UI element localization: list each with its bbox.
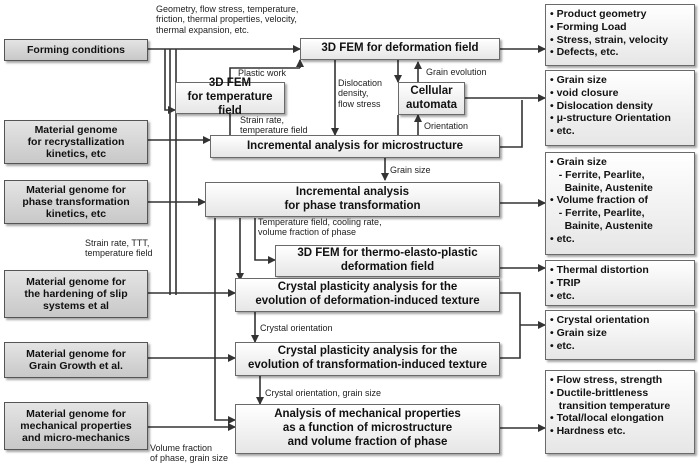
incremental-microstructure-box: Incremental analysis for microstructure [210, 135, 500, 158]
output-item: - Ferrite, Pearlite, [550, 207, 645, 220]
crystal-deformation-label: Crystal plasticity analysis for the evol… [255, 281, 480, 307]
incremental-phase-label: Incremental analysis for phase transform… [284, 185, 421, 212]
output-item: • μ-structure Orientation [550, 112, 671, 125]
output-item: • Forming Load [550, 20, 627, 33]
output-item: • Grain size [550, 74, 607, 86]
strain-rate-ttt-note: Strain rate, TTT, temperature field [85, 238, 153, 259]
volume-fraction-note: Volume fraction of phase, grain size [150, 443, 229, 464]
deformation-outputs-box: • Product geometry• Forming Load• Stress… [545, 4, 695, 66]
genome-mechanical-label: Material genome for mechanical propertie… [20, 407, 132, 445]
dislocation-note: Dislocation density, flow stress [338, 78, 383, 109]
output-item: • Dislocation density [550, 99, 653, 112]
output-item: • etc. [550, 339, 575, 352]
crystal-deformation-box: Crystal plasticity analysis for the evol… [235, 278, 500, 312]
crystal-orientation-grain-note: Crystal orientation, grain size [265, 388, 382, 398]
phase-outputs-list: • Grain size - Ferrite, Pearlite, Bainit… [550, 156, 653, 246]
incremental-phase-box: Incremental analysis for phase transform… [205, 182, 500, 217]
genome-phase-transformation-label: Material genome for phase transformation… [22, 183, 130, 221]
fem-deformation-box: 3D FEM for deformation field [300, 38, 500, 60]
output-item: • TRIP [550, 276, 581, 289]
output-item: • etc. [550, 125, 575, 138]
output-item: • void closure [550, 86, 619, 99]
texture-outputs-list: • Crystal orientation• Grain size• etc. [550, 314, 649, 352]
genome-mechanical-box: Material genome for mechanical propertie… [4, 402, 148, 450]
genome-hardening-box: Material genome for the hardening of sli… [4, 270, 148, 318]
cellular-automata-box: Cellular automata [398, 82, 465, 115]
genome-hardening-label: Material genome for the hardening of sli… [24, 275, 128, 313]
fem-thermo-box: 3D FEM for thermo-elasto-plastic deforma… [275, 245, 500, 277]
output-item: transition temperature [550, 399, 671, 412]
mechanical-outputs-box: • Flow stress, strength• Ductile-brittle… [545, 370, 695, 454]
output-item: • Grain size [550, 156, 607, 168]
distortion-outputs-list: • Thermal distortion• TRIP• etc. [550, 264, 649, 302]
genome-grain-growth-box: Material genome for Grain Growth et al. [4, 342, 148, 378]
plastic-work-note: Plastic work [238, 68, 287, 78]
output-item: • Ductile-brittleness [550, 386, 649, 399]
phase-outputs-box: • Grain size - Ferrite, Pearlite, Bainit… [545, 152, 695, 255]
output-item: • Crystal orientation [550, 314, 650, 326]
mechanical-properties-box: Analysis of mechanical properties as a f… [235, 404, 500, 454]
genome-phase-transformation-box: Material genome for phase transformation… [4, 180, 148, 224]
output-item: • etc. [550, 289, 575, 302]
output-item: • Hardness etc. [550, 425, 626, 438]
genome-grain-growth-label: Material genome for Grain Growth et al. [26, 347, 126, 372]
output-item: • Product geometry [550, 8, 647, 20]
output-item: • Volume fraction of [550, 194, 648, 207]
distortion-outputs-box: • Thermal distortion• TRIP• etc. [545, 260, 695, 306]
microstructure-outputs-list: • Grain size• void closure• Dislocation … [550, 74, 671, 138]
texture-outputs-box: • Crystal orientation• Grain size• etc. [545, 310, 695, 360]
incremental-microstructure-label: Incremental analysis for microstructure [246, 139, 464, 152]
grain-evolution-note: Grain evolution [426, 67, 487, 77]
crystal-orientation-note: Crystal orientation [260, 323, 333, 333]
orientation-note: Orientation [424, 121, 469, 131]
output-item: • Defects, etc. [550, 46, 619, 59]
output-item: • Stress, strain, velocity [550, 33, 669, 46]
mechanical-properties-label: Analysis of mechanical properties as a f… [274, 408, 461, 448]
crystal-transformation-label: Crystal plasticity analysis for the evol… [248, 345, 487, 371]
output-item: - Ferrite, Pearlite, [550, 168, 645, 181]
fem-deformation-label: 3D FEM for deformation field [321, 42, 479, 55]
fem-thermo-label: 3D FEM for thermo-elasto-plastic deforma… [297, 247, 478, 273]
genome-recrystallization-box: Material genome for recrystallization ki… [4, 120, 148, 164]
grain-size-note: Grain size [390, 165, 431, 175]
output-item: • Total/local elongation [550, 412, 664, 425]
deformation-outputs-list: • Product geometry• Forming Load• Stress… [550, 8, 668, 59]
output-item: Bainite, Austenite [550, 219, 653, 232]
forming-conditions-label: Forming conditions [27, 43, 125, 56]
temperature-cooling-note: Temperature field, cooling rate, volume … [258, 217, 382, 238]
output-item: Bainite, Austenite [550, 181, 653, 194]
fem-temperature-box: 3D FEM for temperature field [175, 77, 285, 117]
output-item: • Flow stress, strength [550, 374, 663, 386]
mechanical-outputs-list: • Flow stress, strength• Ductile-brittle… [550, 374, 670, 438]
forming-inputs-note: Geometry, flow stress, temperature, fric… [156, 4, 299, 35]
output-item: • etc. [550, 232, 575, 245]
microstructure-outputs-box: • Grain size• void closure• Dislocation … [545, 70, 695, 146]
output-item: • Grain size [550, 326, 607, 339]
strain-rate-temp-note: Strain rate, temperature field [240, 115, 308, 136]
genome-recrystallization-label: Material genome for recrystallization ki… [27, 123, 125, 161]
forming-conditions-box: Forming conditions [4, 39, 148, 61]
crystal-transformation-box: Crystal plasticity analysis for the evol… [235, 342, 500, 376]
fem-temperature-label: 3D FEM for temperature field [187, 77, 273, 117]
output-item: • Thermal distortion [550, 264, 649, 276]
cellular-automata-label: Cellular automata [405, 84, 458, 111]
